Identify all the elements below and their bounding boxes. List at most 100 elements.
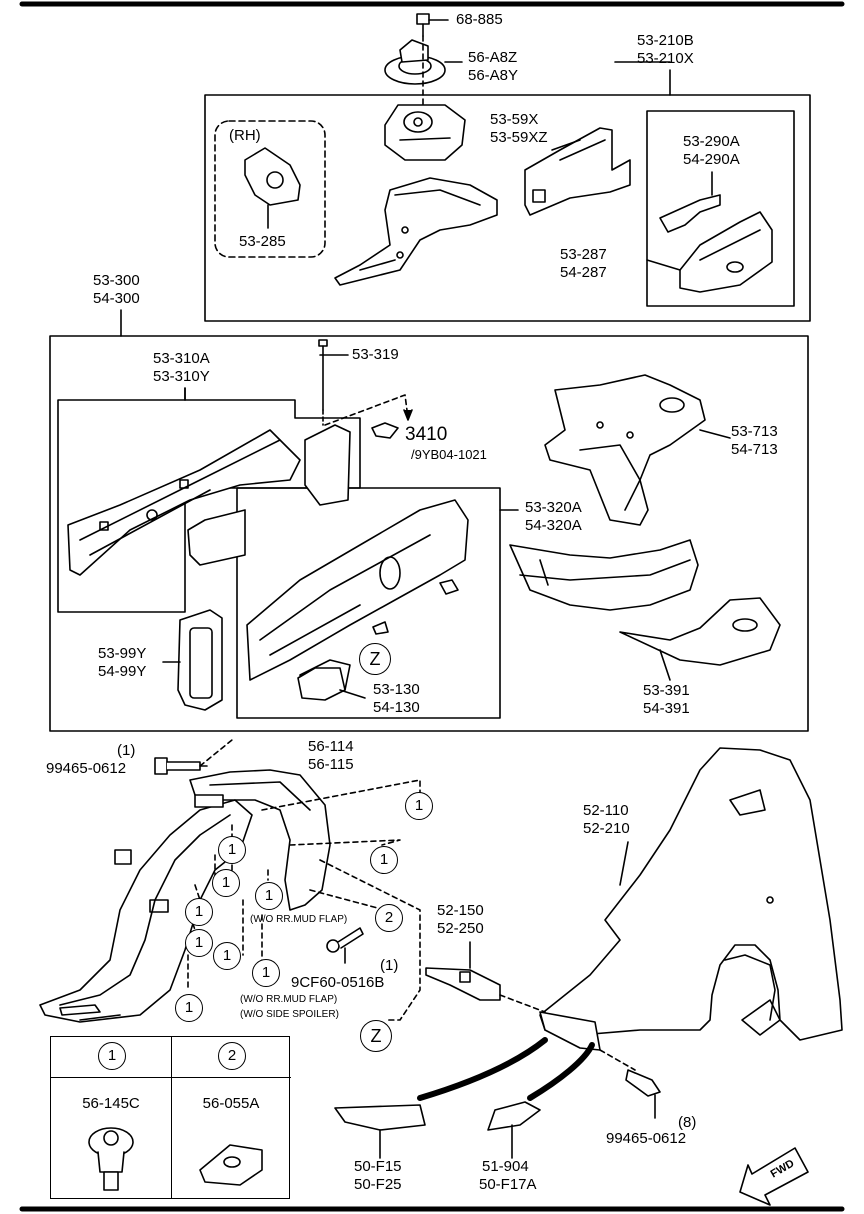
group-frame-53-287 xyxy=(646,110,795,307)
label-56-114: 56-114 xyxy=(308,738,354,755)
tower-53-713-shape xyxy=(544,374,731,526)
bolt-99465-0612-b-shape xyxy=(625,1069,661,1119)
strut-mount-shape xyxy=(384,104,466,161)
bolt-68-885-shape xyxy=(416,13,449,37)
bracket-53-290a-shape xyxy=(659,171,721,233)
label-53-290a: 53-290A xyxy=(683,133,740,150)
label-53-210x: 53-210X xyxy=(637,50,694,67)
label-56-a8y: 56-A8Y xyxy=(468,67,519,84)
note-wo-rr-mud-flap-2: (W/O RR.MUD FLAP) xyxy=(240,994,338,1005)
callout-z-upper: Z xyxy=(359,643,391,675)
label-54-391: 54-391 xyxy=(643,700,690,717)
label-54-287: 54-287 xyxy=(560,264,607,281)
bracket-53-285-shape xyxy=(244,147,301,229)
bolt-53-319-shape xyxy=(318,339,349,411)
label-52-150: 52-150 xyxy=(437,902,484,919)
callout-2: 2 xyxy=(375,904,403,932)
member-53-287-shape xyxy=(646,211,773,293)
clip-56-145c-icon xyxy=(88,1127,134,1191)
label-53-99y: 53-99Y xyxy=(98,645,147,662)
label-53-310y: 53-310Y xyxy=(153,368,210,385)
legend-callout-1: 1 xyxy=(98,1042,126,1070)
group-frame-53-320a xyxy=(236,487,501,719)
flares-shape xyxy=(334,1037,595,1159)
label-qty-8: (8) xyxy=(678,1114,697,1131)
label-53-391: 53-391 xyxy=(643,682,690,699)
clip-56-055a-icon xyxy=(199,1144,263,1186)
wheel-liner-shape xyxy=(39,794,253,1023)
label-50-f15: 50-F15 xyxy=(354,1158,402,1175)
label-53-130: 53-130 xyxy=(373,681,420,698)
label-53-285: 53-285 xyxy=(239,233,286,250)
label-53-310a: 53-310A xyxy=(153,350,210,367)
liner-leaders xyxy=(187,779,421,1021)
group-frame-53-300 xyxy=(49,335,809,732)
label-99465-0612-a: 99465-0612 xyxy=(46,760,127,777)
callout-1-a: 1 xyxy=(405,792,433,820)
cap-56-a8z-shape xyxy=(384,39,463,85)
group-frame-53-210b xyxy=(204,94,811,322)
label-51-904: 51-904 xyxy=(482,1158,529,1175)
label-qty-1-b: (1) xyxy=(380,957,399,974)
rail-53-310a-shape xyxy=(67,387,351,576)
callout-1-c: 1 xyxy=(218,836,246,864)
label-qty-1-a: (1) xyxy=(117,742,136,759)
label-52-110: 52-110 xyxy=(583,802,629,819)
callout-1-j: 1 xyxy=(175,994,203,1022)
callout-1-f: 1 xyxy=(185,898,213,926)
bracket-53-130-shape xyxy=(297,667,346,701)
label-56-a8z: 56-A8Z xyxy=(468,49,518,66)
legend-part-56-145c: 56-145C xyxy=(82,1095,140,1112)
label-52-250: 52-250 xyxy=(437,920,484,937)
callout-1-g: 1 xyxy=(185,929,213,957)
label-54-300: 54-300 xyxy=(93,290,140,307)
label-53-59x: 53-59X xyxy=(490,111,539,128)
callout-z-lower: Z xyxy=(360,1020,392,1052)
label-50-f25: 50-F25 xyxy=(354,1176,402,1193)
label-54-130: 54-130 xyxy=(373,699,420,716)
legend-header-2 xyxy=(171,1037,291,1078)
label-9cf60-0516b: 9CF60-0516B xyxy=(291,974,385,991)
fwd-arrow-icon xyxy=(739,1147,809,1206)
callout-1-i: 1 xyxy=(252,959,280,987)
label-3410: 3410 xyxy=(405,424,448,445)
callout-1-e: 1 xyxy=(255,882,283,910)
screw-9cf60-shape xyxy=(326,927,364,964)
seal-53-99y-shape xyxy=(162,609,223,711)
label-53-300: 53-300 xyxy=(93,272,140,289)
wheel-apron-53-210b-shape xyxy=(334,177,498,286)
label-9yb04-1021: /9YB04-1021 xyxy=(411,447,487,462)
label-56-115: 56-115 xyxy=(308,756,354,773)
label-53-287: 53-287 xyxy=(560,246,607,263)
rail-53-320a-shape xyxy=(246,499,469,696)
callout-1-h: 1 xyxy=(213,942,241,970)
bracket-53-59x-shape xyxy=(524,127,631,216)
label-rh: (RH) xyxy=(229,127,261,144)
note-wo-side-spoiler: (W/O SIDE SPOILER) xyxy=(240,1009,339,1020)
legend-part-56-055a: 56-055A xyxy=(202,1095,260,1112)
label-54-99y: 54-99Y xyxy=(98,663,147,680)
label-99465-0612-b: 99465-0612 xyxy=(606,1130,687,1147)
bracket-52-150-shape xyxy=(425,941,501,1001)
label-54-320a: 54-320A xyxy=(525,517,582,534)
arch-53-391-shape xyxy=(509,539,781,681)
rh-dashed-frame xyxy=(214,120,326,258)
label-50-f17a: 50-F17A xyxy=(479,1176,537,1193)
callout-1-d: 1 xyxy=(212,869,240,897)
label-53-713: 53-713 xyxy=(731,423,778,440)
bolt-99465-0612-a-shape xyxy=(154,757,201,775)
label-53-59xz: 53-59XZ xyxy=(490,129,548,146)
label-54-290a: 54-290A xyxy=(683,151,740,168)
clip-3410-shape xyxy=(371,422,399,439)
label-53-320a: 53-320A xyxy=(525,499,582,516)
note-wo-rr-mud-flap-1: (W/O RR.MUD FLAP) xyxy=(250,914,348,925)
label-53-319: 53-319 xyxy=(352,346,399,363)
label-68-885: 68-885 xyxy=(456,11,503,28)
callout-1-b: 1 xyxy=(370,846,398,874)
label-53-210b: 53-210B xyxy=(637,32,694,49)
fastener-legend-table: 1 2 56-145C 56-055A xyxy=(50,1036,291,1199)
label-52-210: 52-210 xyxy=(583,820,630,837)
fender-52-110-shape xyxy=(539,747,843,1041)
label-54-713: 54-713 xyxy=(731,441,778,458)
